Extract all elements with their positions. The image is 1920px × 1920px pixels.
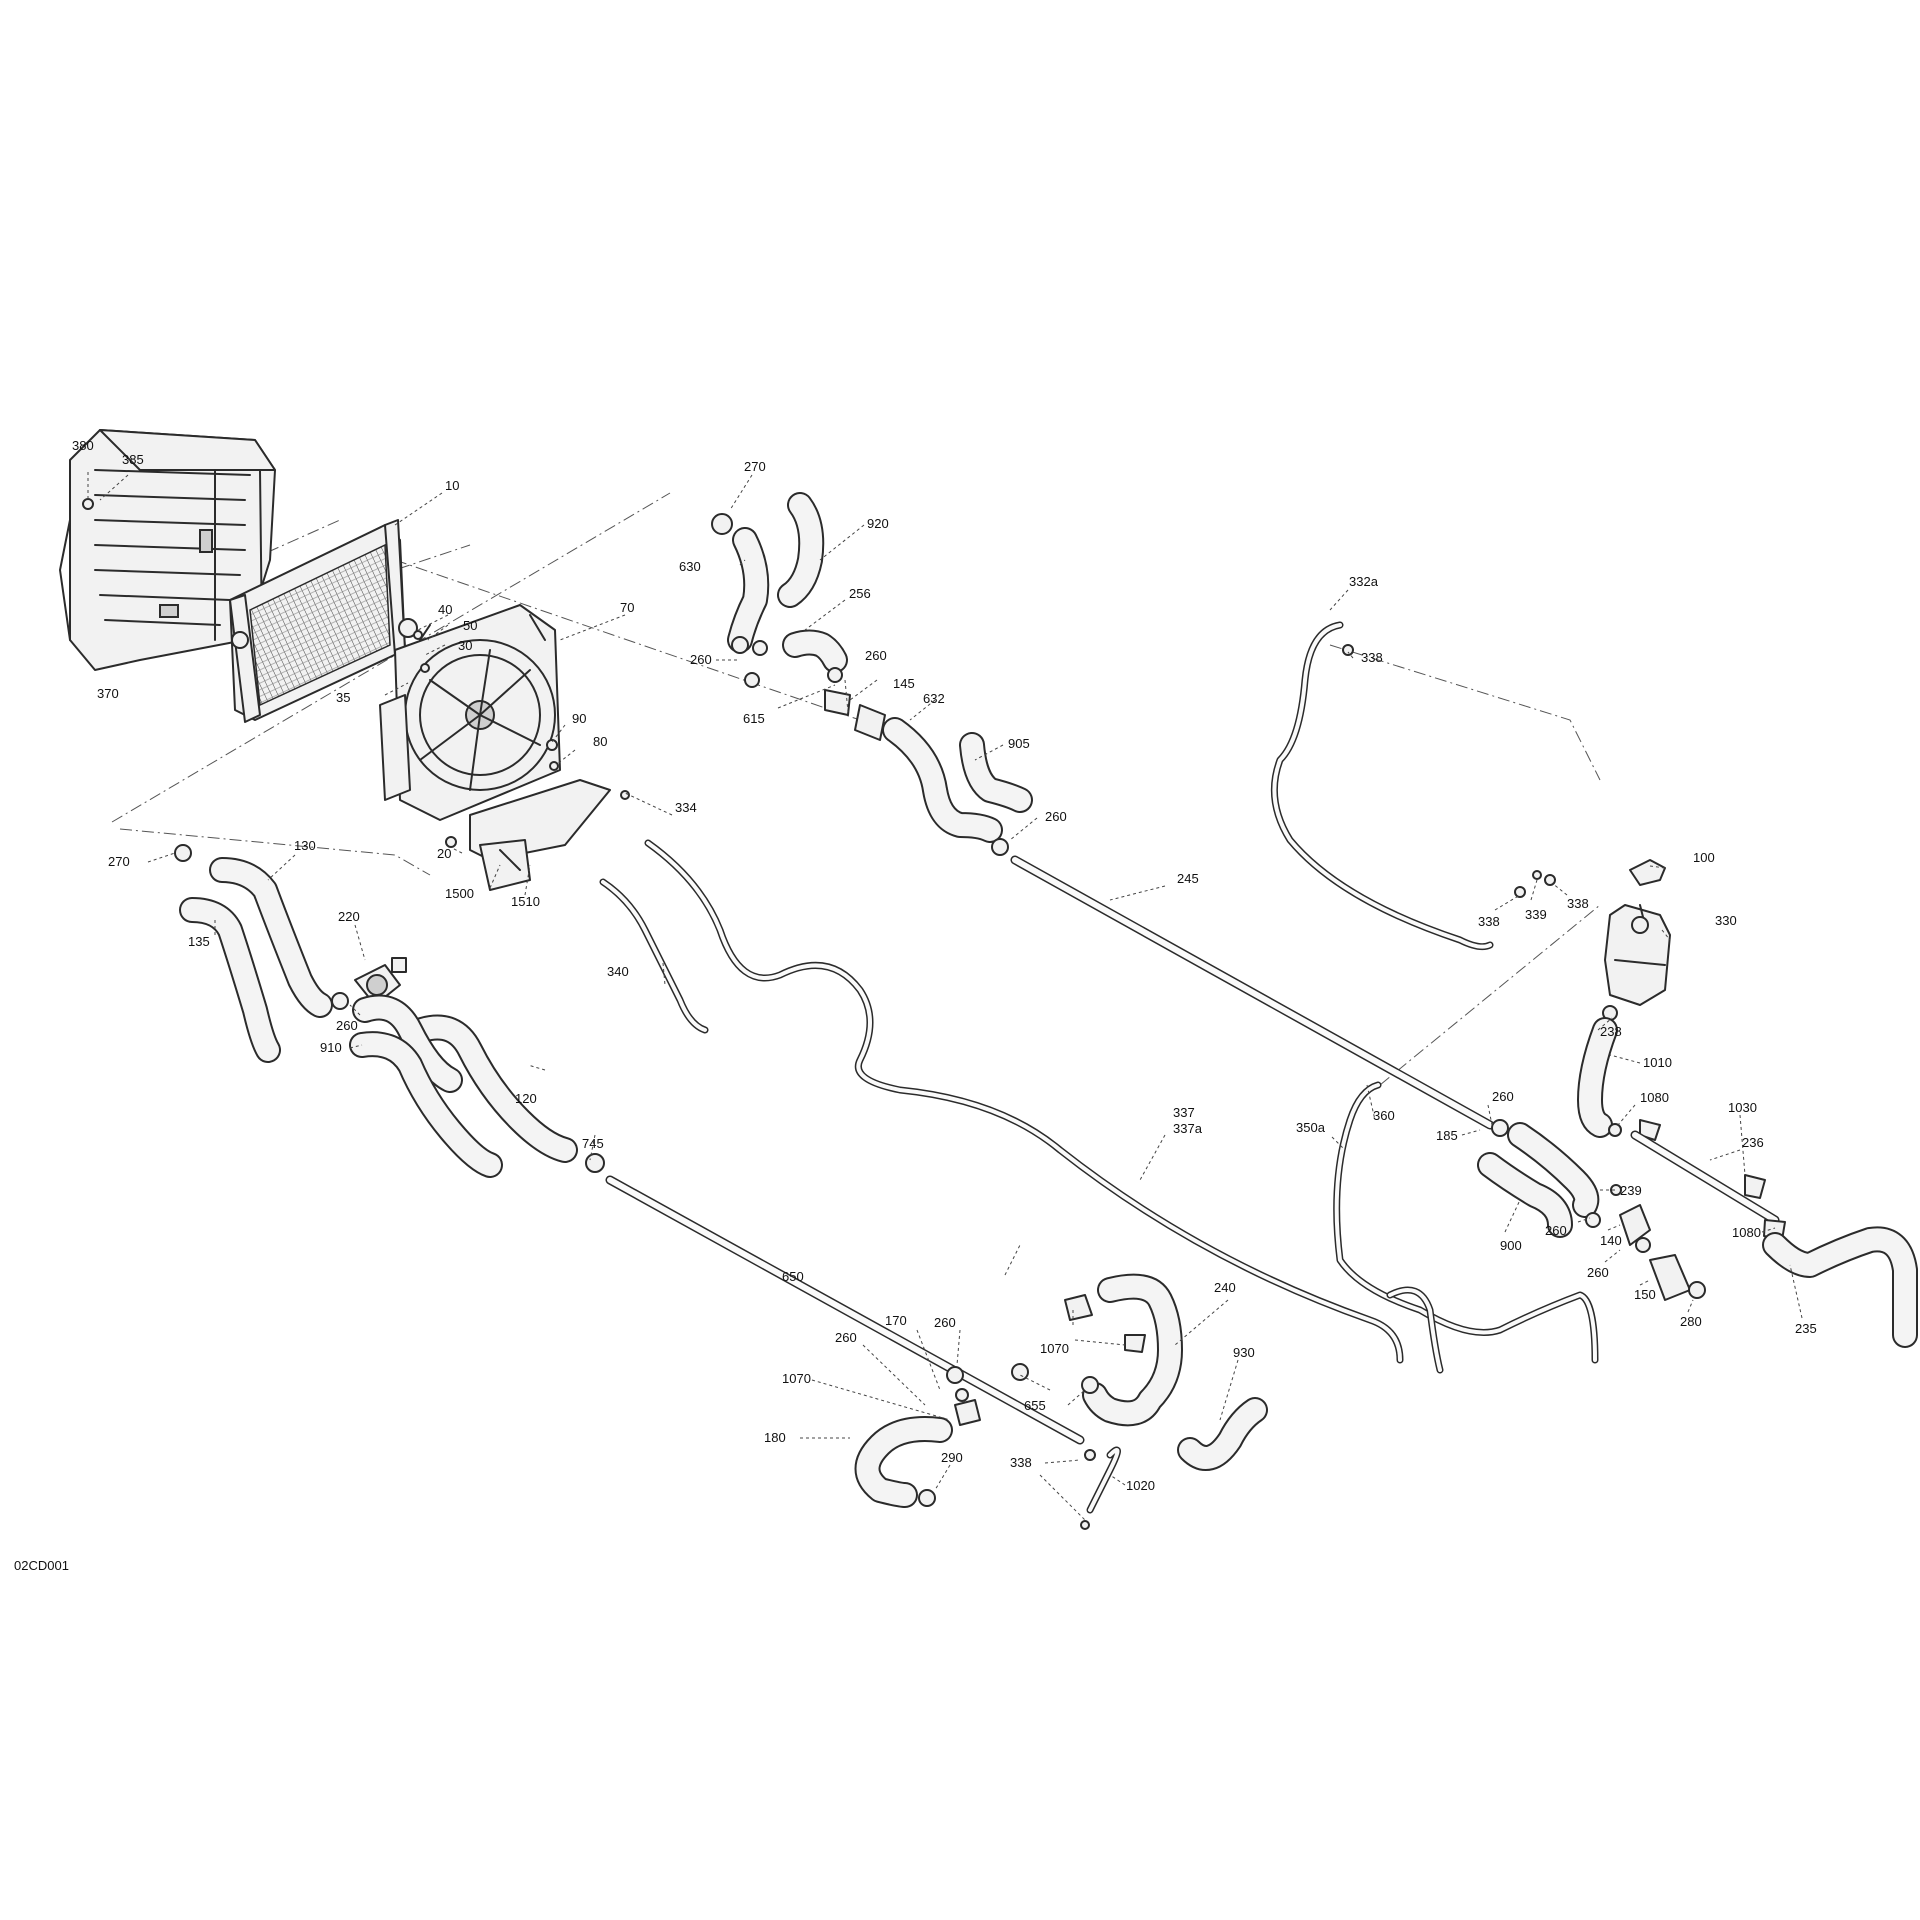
callout-235: 235 <box>1795 1321 1817 1336</box>
coolant-reservoir <box>1602 859 1671 1021</box>
callout-20: 20 <box>437 846 451 861</box>
callout-10: 10 <box>445 478 459 493</box>
callout-370: 370 <box>97 686 119 701</box>
callout-150: 150 <box>1634 1287 1656 1302</box>
callout-260-bottom-a: 260 <box>835 1330 857 1345</box>
callout-245: 245 <box>1177 871 1199 886</box>
callout-70: 70 <box>620 600 634 615</box>
callout-910: 910 <box>320 1040 342 1055</box>
callout-130: 130 <box>294 838 316 853</box>
callout-337a: 337a <box>1173 1121 1203 1136</box>
line-332a <box>1270 621 1556 951</box>
callout-332a: 332a <box>1349 574 1379 589</box>
callout-350a: 350a <box>1296 1120 1326 1135</box>
callout-338-bottom: 338 <box>1010 1455 1032 1470</box>
callout-260-top-a: 260 <box>690 652 712 667</box>
callout-260-left: 260 <box>336 1018 358 1033</box>
callout-385: 385 <box>122 452 144 467</box>
callout-900: 900 <box>1500 1238 1522 1253</box>
callout-170: 170 <box>885 1313 907 1328</box>
callout-140: 140 <box>1600 1233 1622 1248</box>
leader-lines <box>87 472 1803 1521</box>
tube-650 <box>605 1175 1085 1445</box>
phantom-lines <box>111 479 1601 1086</box>
callout-360: 360 <box>1373 1108 1395 1123</box>
callout-330: 330 <box>1715 913 1737 928</box>
callout-1080-bottom: 1080 <box>1732 1225 1761 1240</box>
callout-238: 238 <box>1600 1024 1622 1039</box>
callout-745: 745 <box>582 1136 604 1151</box>
callout-338-left: 338 <box>1478 914 1500 929</box>
callout-615: 615 <box>743 711 765 726</box>
callout-280: 280 <box>1680 1314 1702 1329</box>
lower-bracket <box>469 779 611 891</box>
callout-1020: 1020 <box>1126 1478 1155 1493</box>
callout-236: 236 <box>1742 1135 1764 1150</box>
callout-334: 334 <box>675 800 697 815</box>
callout-632: 632 <box>923 691 945 706</box>
callout-260-right-a: 260 <box>1492 1089 1514 1104</box>
callout-185: 185 <box>1436 1128 1458 1143</box>
callout-260-right-b: 260 <box>1545 1223 1567 1238</box>
callout-50: 50 <box>463 618 477 633</box>
callout-905: 905 <box>1008 736 1030 751</box>
hose-group-right <box>1477 1017 1919 1348</box>
line-337 <box>644 839 1404 1364</box>
callout-630: 630 <box>679 559 701 574</box>
callout-240: 240 <box>1214 1280 1236 1295</box>
callout-1010: 1010 <box>1643 1055 1672 1070</box>
callout-100: 100 <box>1693 850 1715 865</box>
callout-655: 655 <box>1024 1398 1046 1413</box>
callout-260-right-c: 260 <box>1587 1265 1609 1280</box>
callouts: 380 385 10 370 40 50 30 35 70 90 80 20 1… <box>72 438 1817 1493</box>
callout-260-top-b: 260 <box>865 648 887 663</box>
callout-920: 920 <box>867 516 889 531</box>
callout-239: 239 <box>1620 1183 1642 1198</box>
callout-260-bottom-b: 260 <box>934 1315 956 1330</box>
callout-270-top: 270 <box>744 459 766 474</box>
fasteners-radiator <box>82 498 630 848</box>
callout-930: 930 <box>1233 1345 1255 1360</box>
callout-220: 220 <box>338 909 360 924</box>
line-350a <box>1333 1081 1599 1374</box>
callout-338-top: 338 <box>1361 650 1383 665</box>
callout-340: 340 <box>607 964 629 979</box>
callout-1500: 1500 <box>445 886 474 901</box>
radiator-shroud <box>59 429 276 671</box>
callout-35: 35 <box>336 690 350 705</box>
callout-40: 40 <box>438 602 452 617</box>
callout-1030: 1030 <box>1728 1100 1757 1115</box>
callout-30: 30 <box>458 638 472 653</box>
hose-group-upper <box>711 492 1033 856</box>
callout-145: 145 <box>893 676 915 691</box>
callout-135: 135 <box>188 934 210 949</box>
callout-380: 380 <box>72 438 94 453</box>
callout-338-right: 338 <box>1567 896 1589 911</box>
callout-650: 650 <box>782 1269 804 1284</box>
radiator <box>229 519 418 723</box>
callout-1510: 1510 <box>511 894 540 909</box>
callout-290: 290 <box>941 1450 963 1465</box>
hose-group-bottom <box>854 1273 1268 1530</box>
callout-1070-top: 1070 <box>1040 1341 1069 1356</box>
tube-245 <box>1010 855 1495 1130</box>
hose-340 <box>599 878 709 1034</box>
callout-337: 337 <box>1173 1105 1195 1120</box>
callout-80: 80 <box>593 734 607 749</box>
callout-180: 180 <box>764 1430 786 1445</box>
fan-assembly <box>379 604 561 821</box>
callout-339: 339 <box>1525 907 1547 922</box>
callout-270-left: 270 <box>108 854 130 869</box>
callout-120: 120 <box>515 1091 537 1106</box>
callout-90: 90 <box>572 711 586 726</box>
callout-260-mid: 260 <box>1045 809 1067 824</box>
hose-group-left <box>174 844 605 1178</box>
callout-1070-left: 1070 <box>782 1371 811 1386</box>
callout-1080-top: 1080 <box>1640 1090 1669 1105</box>
figure-id: 02CD001 <box>14 1558 69 1573</box>
callout-256: 256 <box>849 586 871 601</box>
